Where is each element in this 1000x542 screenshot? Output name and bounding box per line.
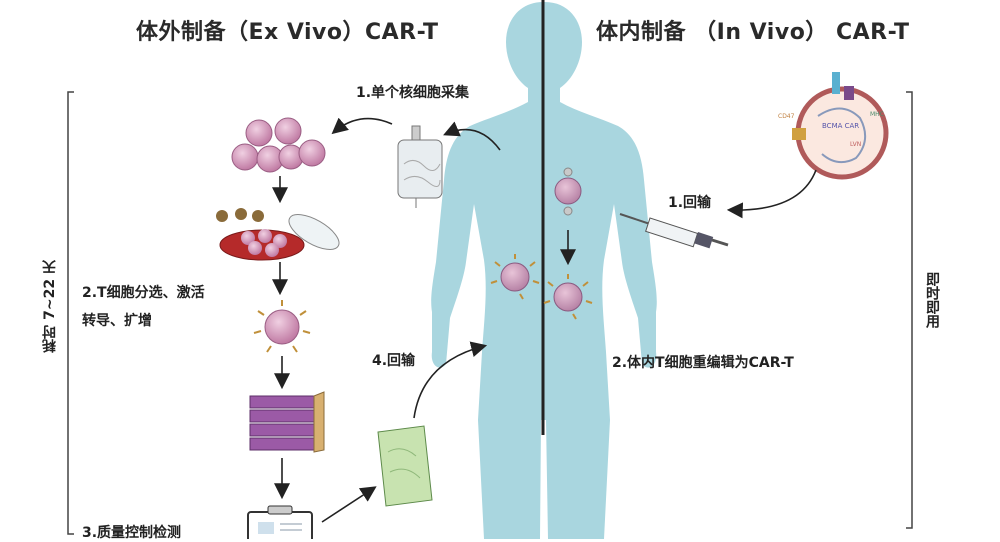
in-vivo-step1-label: 1.回输 <box>668 195 712 211</box>
vector-label-cd47: CD47 <box>778 113 795 120</box>
pbmc-cell-cluster <box>231 117 326 173</box>
vector-label-mhc: MHC <box>870 111 884 118</box>
car-t-cell-icon <box>253 300 311 353</box>
quality-control-clipboard-icon <box>247 505 313 539</box>
vector-label-bcma-car: BCMA CAR <box>822 122 859 130</box>
in-vivo-duration-label: 即时即用 <box>924 272 940 328</box>
ex-vivo-step1-label: 1.单个核细胞采集 <box>356 85 470 101</box>
in-vivo-title: 体内制备 （In Vivo） CAR-T <box>596 20 910 45</box>
expansion-bioreactor-icon <box>249 391 325 453</box>
ex-vivo-step3-label: 3.质量控制检测 <box>82 525 182 541</box>
car-t-infusion-bag-icon <box>377 425 433 507</box>
apheresis-bag-icon <box>397 125 443 208</box>
ex-vivo-duration-label: 耗时 7~22 天 <box>42 260 58 353</box>
flow-arrows <box>272 117 817 523</box>
ex-vivo-time-bracket <box>67 91 74 535</box>
ex-vivo-title: 体外制备（Ex Vivo）CAR-T <box>136 20 439 45</box>
in-vivo-time-bracket <box>906 91 913 529</box>
ex-vivo-step2-label-line2: 转导、扩增 <box>82 313 152 329</box>
ex-vivo-step4-label: 4.回输 <box>372 353 416 369</box>
vector-label-lvn: LVN <box>850 141 861 148</box>
ex-vivo-step2-label-line1: 2.T细胞分选、激活 <box>82 285 205 301</box>
syringe-icon <box>619 213 729 249</box>
petri-dish-activation-icon <box>216 208 340 261</box>
in-body-car-t-cells <box>490 167 593 320</box>
in-vivo-step2-label: 2.体内T细胞重编辑为CAR-T <box>612 355 794 371</box>
viral-vector-particle-icon: BCMA CAR CD47 MHC LVN <box>778 72 889 180</box>
